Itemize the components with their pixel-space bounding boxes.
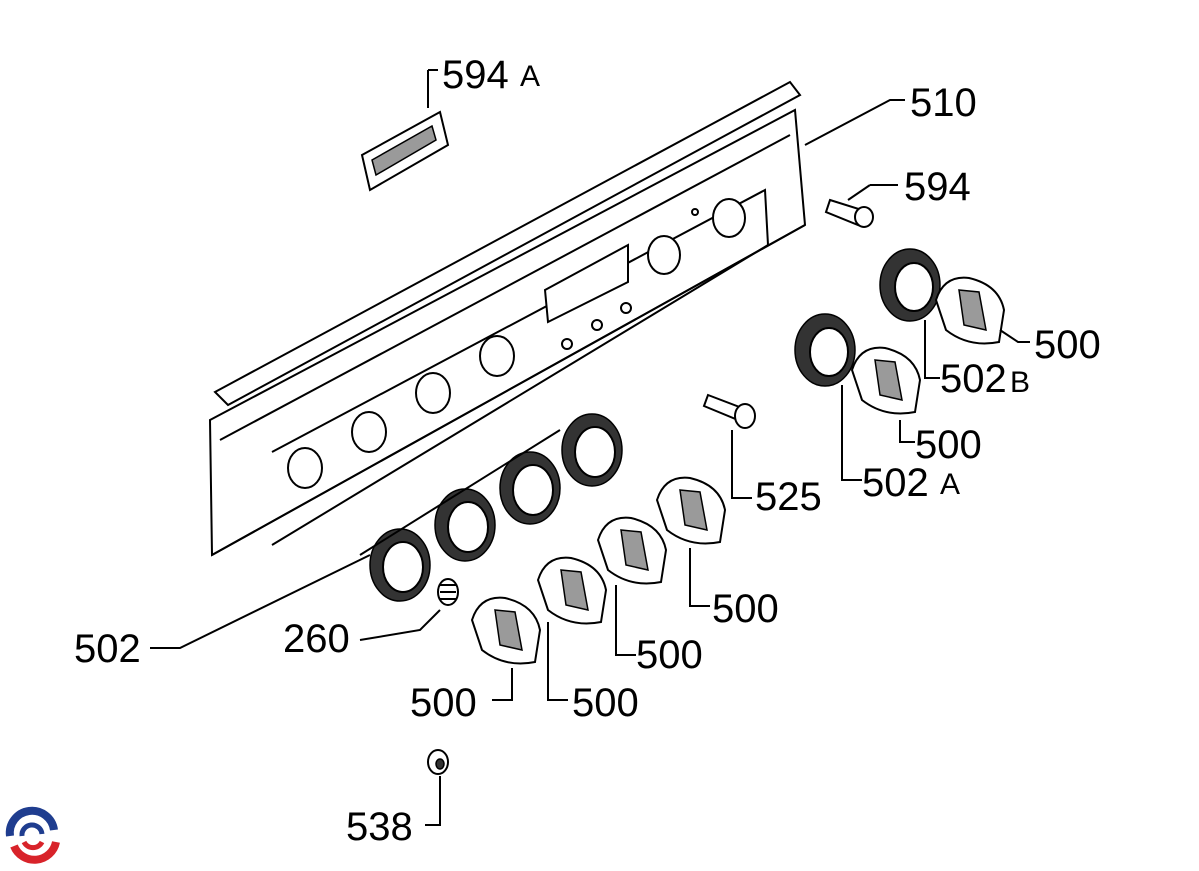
label-500-f: 500 xyxy=(572,681,639,725)
knob xyxy=(850,346,922,443)
spring-260 xyxy=(359,578,459,641)
label-538: 538 xyxy=(346,805,413,849)
knob xyxy=(655,476,727,607)
label-594: 594 xyxy=(904,165,971,209)
bezel-ring xyxy=(561,413,623,487)
pin-594 xyxy=(824,184,898,228)
label-500-d: 500 xyxy=(636,633,703,677)
label-502b-number: 502 xyxy=(940,357,1007,401)
knob xyxy=(536,556,608,701)
control-panel-510 xyxy=(208,80,807,557)
part-labels: 594 A 510 594 500 502 B 500 525 502 A 50… xyxy=(74,53,1101,849)
label-510: 510 xyxy=(910,81,977,125)
bracket-594a xyxy=(360,69,450,192)
label-502: 502 xyxy=(74,627,141,671)
label-594a-suffix: A xyxy=(520,60,540,93)
brand-logo xyxy=(4,806,60,864)
label-502a-number: 502 xyxy=(862,461,929,505)
label-500-a: 500 xyxy=(1034,323,1101,367)
knob xyxy=(470,596,542,701)
bezel-502b xyxy=(879,248,941,379)
bezel-ring xyxy=(434,488,496,562)
label-594a-number: 594 xyxy=(442,53,509,97)
bezel-ring xyxy=(369,528,431,602)
label-260: 260 xyxy=(283,617,350,661)
knob xyxy=(596,516,668,656)
label-525: 525 xyxy=(755,475,822,519)
leader-lines xyxy=(150,99,905,649)
bezel-ring xyxy=(499,451,561,525)
screw-525 xyxy=(702,393,756,499)
label-500-b: 500 xyxy=(915,423,982,467)
label-502a-suffix: A xyxy=(940,468,960,501)
label-500-c: 500 xyxy=(712,587,779,631)
bezel-502a xyxy=(794,313,862,481)
bezel-rings-502 xyxy=(359,413,623,602)
label-500-e: 500 xyxy=(410,681,477,725)
knob xyxy=(934,276,1030,345)
label-502b-suffix: B xyxy=(1010,366,1030,399)
knobs-500 xyxy=(470,276,1030,701)
nut-538 xyxy=(425,749,449,826)
